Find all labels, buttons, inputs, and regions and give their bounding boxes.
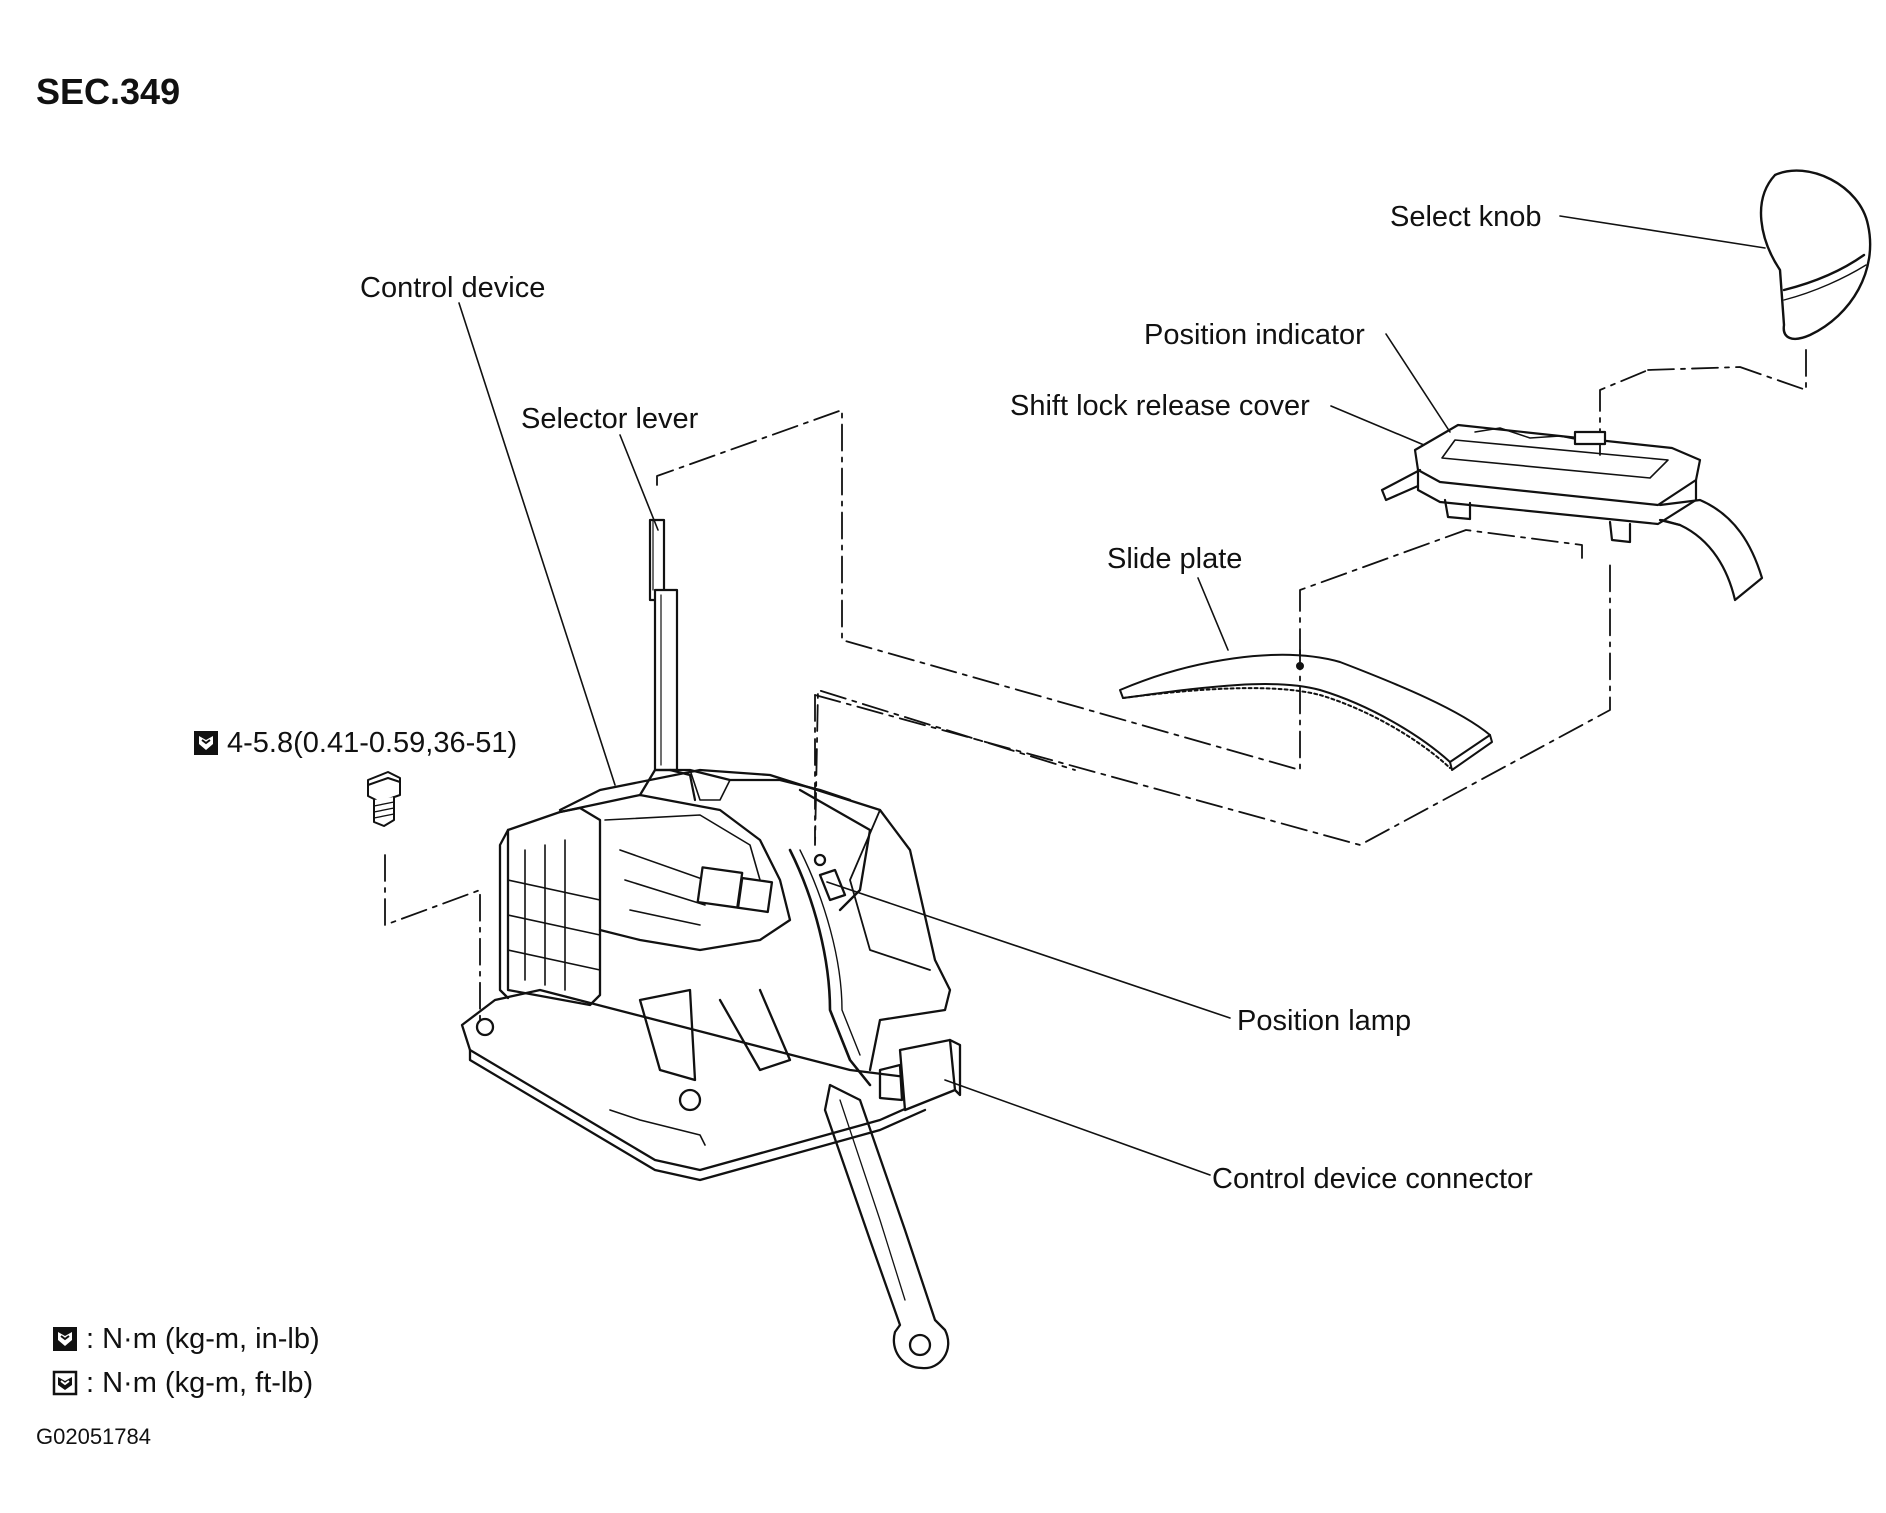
torque-wrench-outline-icon <box>52 1370 78 1396</box>
label-control-device-connector: Control device connector <box>1212 1163 1533 1195</box>
leader-lines <box>458 215 1766 1176</box>
assembly-lines <box>384 342 1807 1021</box>
figure-id: G02051784 <box>36 1424 151 1449</box>
torque-wrench-filled-icon <box>194 731 218 755</box>
torque-wrench-filled-icon <box>53 1327 77 1351</box>
legend-text-in-lb: : N·m (kg-m, in-lb) <box>86 1323 320 1355</box>
label-selector-lever: Selector lever <box>521 403 699 435</box>
select-knob <box>1759 169 1872 340</box>
label-shift-lock-release-cover: Shift lock release cover <box>1010 390 1310 422</box>
section-number: SEC.349 <box>36 71 181 112</box>
label-position-lamp: Position lamp <box>1237 1005 1412 1037</box>
legend-row-in-lb: : N·m (kg-m, in-lb) <box>52 1325 320 1354</box>
torque-spec-value: 4-5.8(0.41-0.59,36-51) <box>227 727 518 759</box>
selector-lever <box>648 518 697 802</box>
control-device-body <box>460 768 962 1370</box>
label-control-device: Control device <box>360 272 546 304</box>
bolt <box>367 771 401 827</box>
position-indicator-assembly <box>1380 423 1764 602</box>
torque-spec: 4-5.8(0.41-0.59,36-51) <box>193 729 517 758</box>
label-slide-plate: Slide plate <box>1107 543 1243 575</box>
label-position-indicator: Position indicator <box>1144 319 1365 351</box>
legend-text-ft-lb: : N·m (kg-m, ft-lb) <box>86 1367 314 1399</box>
legend-row-ft-lb: : N·m (kg-m, ft-lb) <box>52 1369 313 1398</box>
label-select-knob: Select knob <box>1390 201 1542 233</box>
slide-plate <box>1119 653 1493 771</box>
